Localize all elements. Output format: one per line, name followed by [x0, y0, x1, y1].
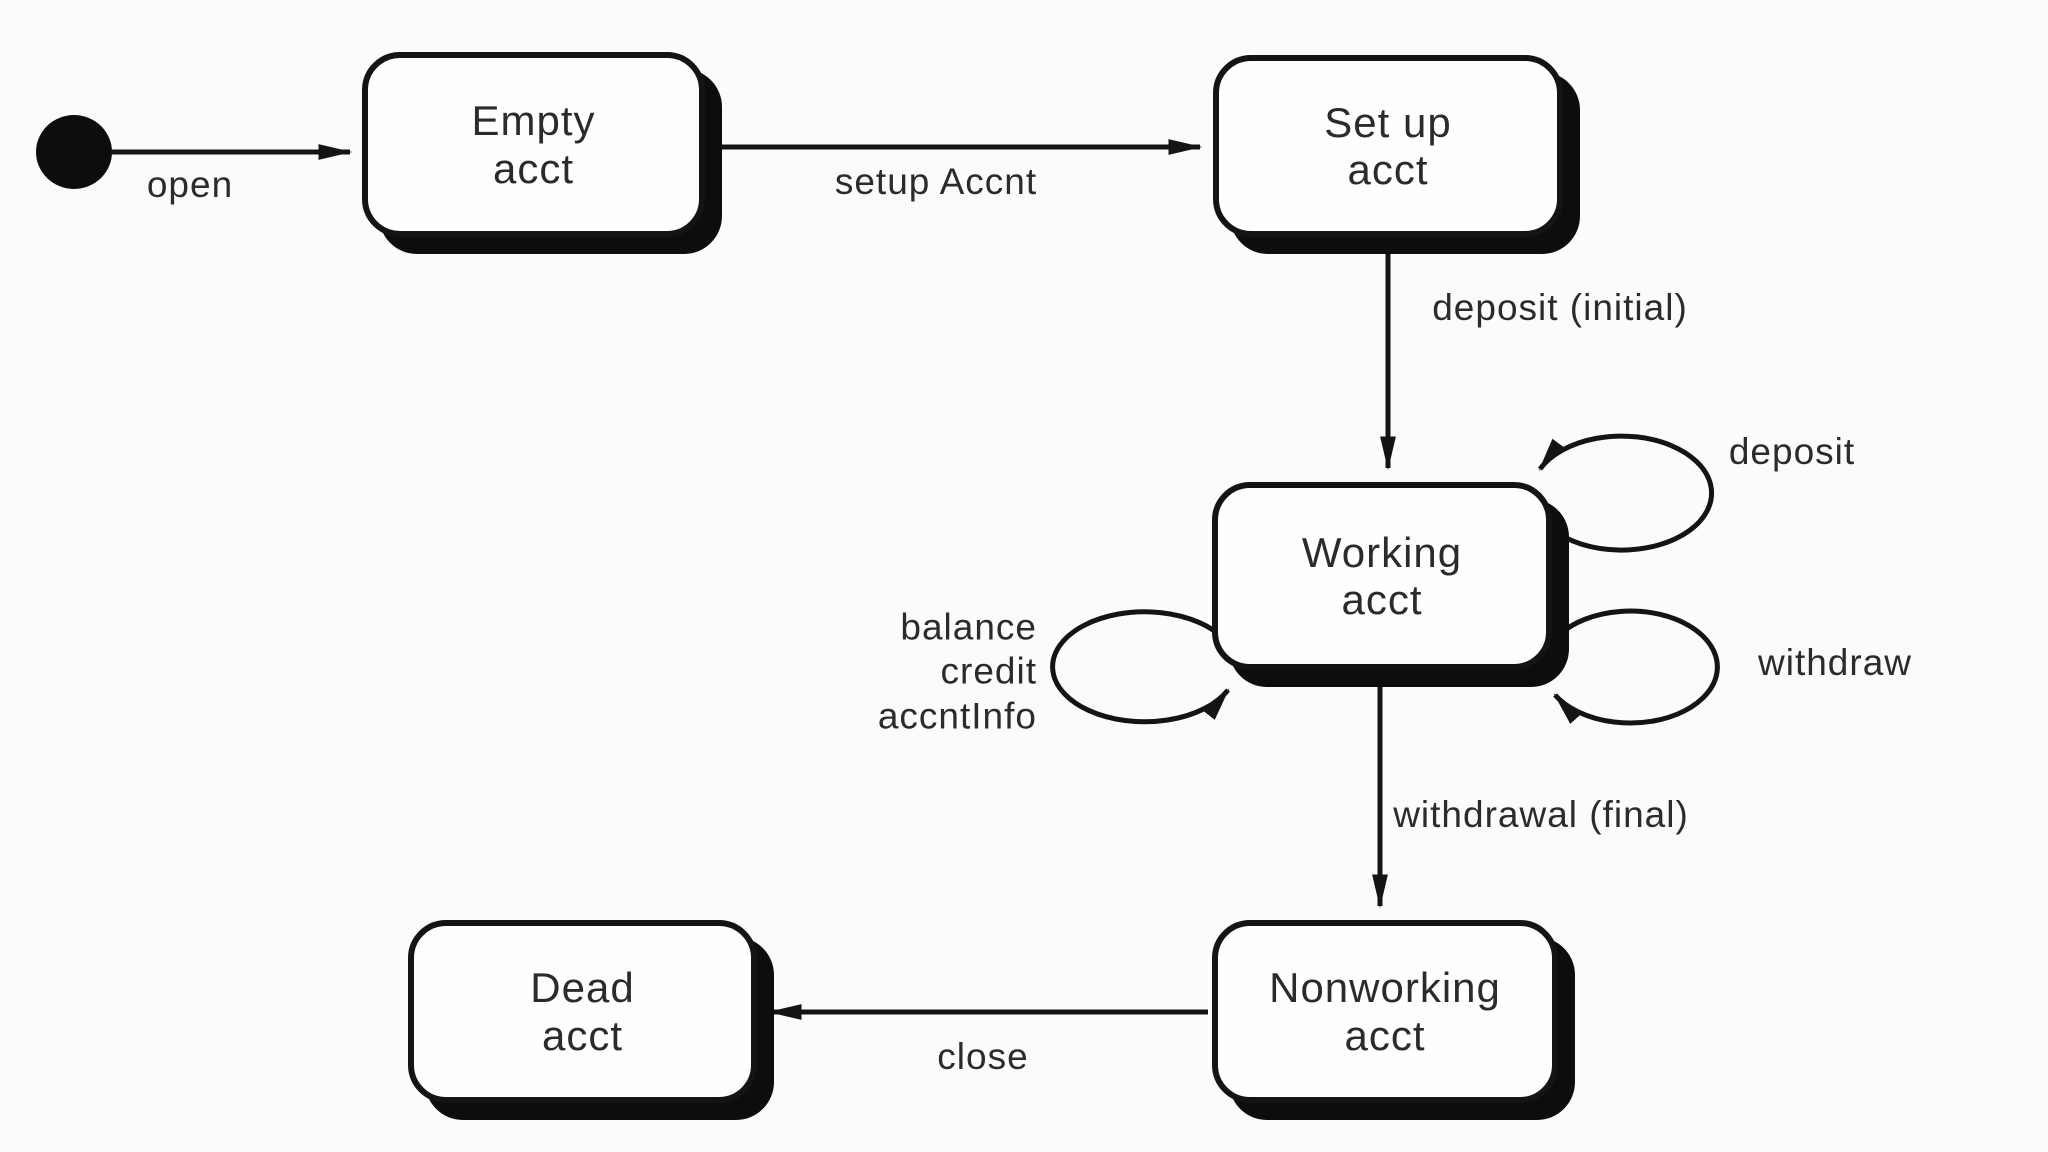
self-loop-inquiry-label-accntinfo: accntInfo — [877, 695, 1037, 737]
state-working-acct-label-line1: Working — [1301, 528, 1463, 576]
self-loop-inquiry-arrow — [1050, 609, 1230, 725]
state-working-acct: Working acct — [1212, 482, 1552, 670]
state-nonworking-acct-label-line1: Nonworking — [1269, 964, 1501, 1012]
state-set-up-acct-label-line2: acct — [1347, 146, 1429, 193]
transition-withdrawal-final-label: withdrawal (final) — [1393, 794, 1689, 835]
self-loop-inquiry-label: balance credit accntInfo — [878, 605, 1037, 738]
state-set-up-acct-label-line1: Set up — [1324, 98, 1452, 146]
state-dead-acct-label-line2: acct — [541, 1011, 624, 1059]
state-dead-acct-label-line1: Dead — [530, 964, 635, 1012]
state-nonworking-acct: Nonworking acct — [1212, 920, 1558, 1103]
self-loop-inquiry-label-credit: credit — [940, 650, 1037, 692]
state-working-acct-label-line2: acct — [1341, 576, 1423, 623]
state-set-up-acct: Set up acct — [1213, 55, 1563, 237]
self-loop-deposit-label: deposit — [1728, 431, 1856, 472]
self-loop-inquiry-label-balance: balance — [900, 606, 1037, 648]
transition-close-label: close — [937, 1036, 1029, 1077]
self-loop-withdraw-arrow — [1553, 608, 1720, 726]
transition-open-label: open — [146, 164, 234, 205]
transition-deposit-initial-label: deposit (initial) — [1432, 287, 1688, 328]
state-empty-acct: Empty acct — [362, 52, 705, 237]
initial-state-marker — [36, 115, 112, 189]
self-loop-deposit-arrow — [1537, 433, 1715, 553]
state-empty-acct-label-line1: Empty — [471, 97, 596, 145]
state-nonworking-acct-label-line2: acct — [1344, 1011, 1426, 1059]
self-loop-withdraw-label: withdraw — [1758, 642, 1912, 683]
state-empty-acct-label-line2: acct — [492, 144, 575, 192]
transition-setup-accnt-label: setup Accnt — [834, 161, 1038, 202]
state-dead-acct: Dead acct — [408, 920, 757, 1103]
